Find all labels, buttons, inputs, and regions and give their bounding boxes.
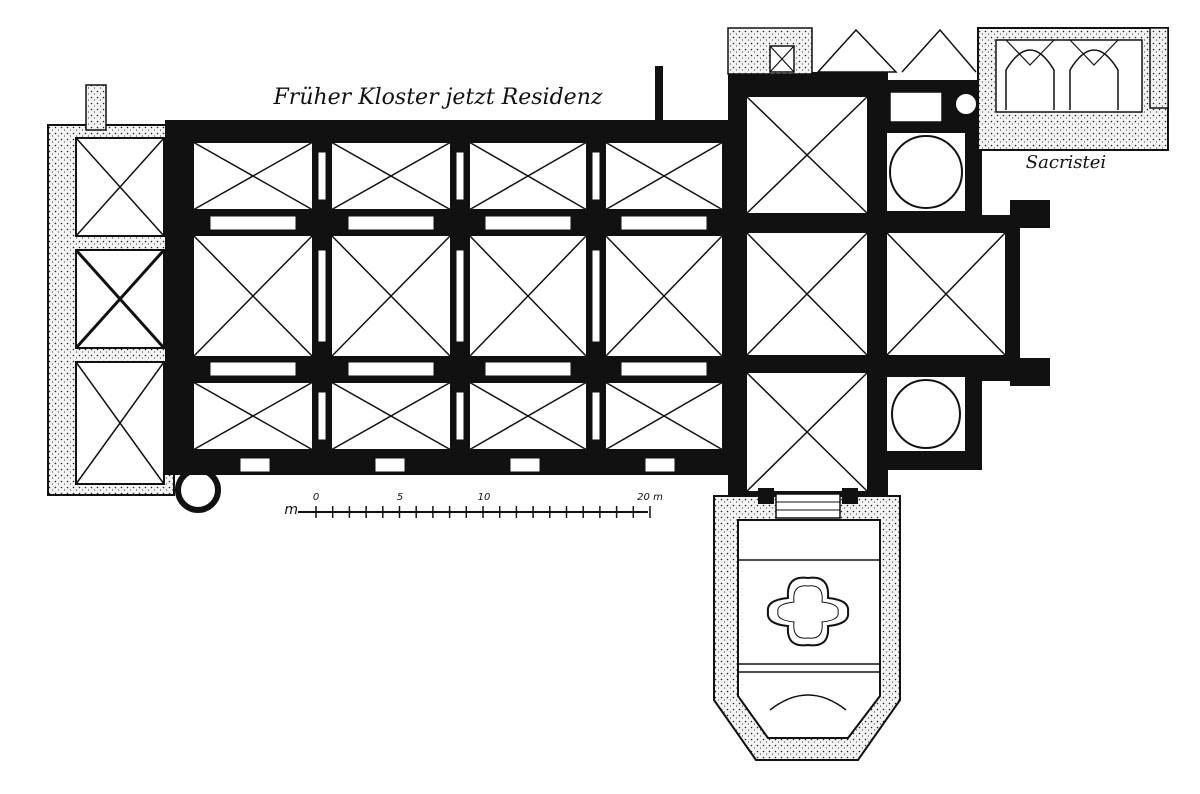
quatrefoil-ornament	[766, 576, 850, 647]
north-aisle	[192, 141, 724, 211]
arcade-openings	[209, 151, 708, 441]
south-porch	[713, 488, 901, 761]
transept-bays	[745, 90, 1007, 493]
central-nave	[192, 234, 724, 358]
north-annotation: Früher Kloster jetzt Residenz	[273, 85, 603, 110]
scale-bar: m 0 5 10 20 m	[284, 492, 663, 518]
cloister-fragment	[655, 27, 977, 120]
sacristy	[977, 27, 1169, 151]
sacristy-label: Sacristei	[1026, 152, 1106, 173]
scale-tick-label-0: 0	[313, 492, 319, 503]
scale-tick-label-5: 5	[397, 492, 403, 503]
spiral-stair	[175, 467, 221, 513]
vault-bays	[192, 141, 724, 451]
south-aisle	[192, 381, 724, 451]
west-narthex	[47, 84, 221, 513]
scale-tick-label-20: 20 m	[637, 492, 663, 503]
scale-unit-label: m	[284, 502, 298, 518]
scale-tick-label-10: 10	[478, 492, 491, 503]
